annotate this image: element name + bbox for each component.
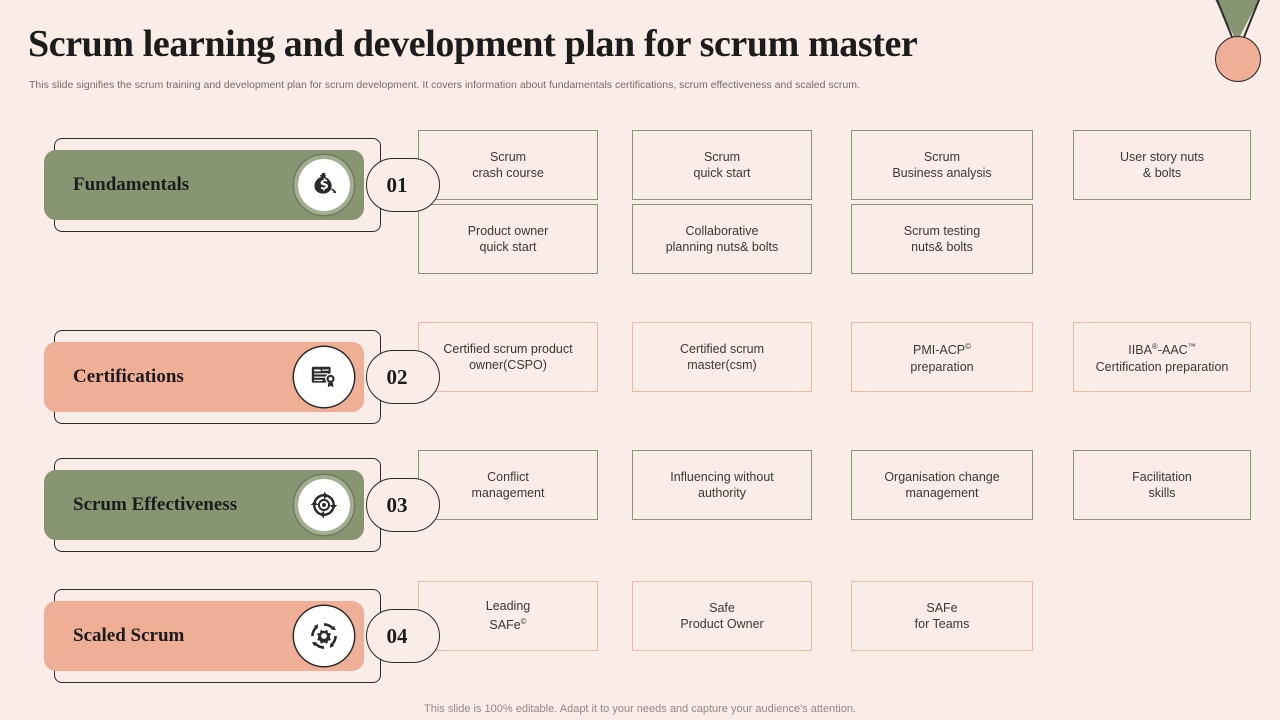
step-number-label: 01 <box>386 172 408 197</box>
content-card-label: PMI-ACP©preparation <box>910 342 974 374</box>
medal-disc <box>1215 36 1261 82</box>
category-label: Scrum Effectiveness <box>73 494 238 515</box>
content-card-label: User story nuts& bolts <box>1119 150 1205 180</box>
step-number-badge: 03 <box>366 478 440 532</box>
slide-header: Scrum learning and development plan for … <box>0 0 1280 100</box>
category-block[interactable]: 04 Scaled Scrum <box>26 581 440 691</box>
medal-icon <box>1184 0 1280 86</box>
money-bag-icon <box>298 159 350 211</box>
category-label: Fundamentals <box>73 174 190 195</box>
category-pill[interactable]: Scrum Effectiveness <box>44 470 364 540</box>
footer-note: This slide is 100% editable. Adapt it to… <box>424 703 856 715</box>
category-pill[interactable]: Fundamentals <box>44 150 364 220</box>
step-number-badge: 01 <box>366 158 440 212</box>
page-subtitle: This slide signifies the scrum training … <box>29 79 860 91</box>
certificate-icon <box>298 351 350 403</box>
step-number-badge: 02 <box>366 350 440 404</box>
category-block[interactable]: 03 Scrum Effectiveness <box>26 450 440 560</box>
category-block[interactable]: 01 Fundamentals <box>26 130 440 240</box>
step-number-label: 02 <box>386 364 408 389</box>
step-number-label: 04 <box>386 623 408 648</box>
target-cycle-icon <box>298 479 350 531</box>
category-pill[interactable]: Scaled Scrum <box>44 601 364 671</box>
category-label: Scaled Scrum <box>73 625 185 646</box>
gear-cycle-icon <box>298 610 350 662</box>
category-block[interactable]: 02 Certifications <box>26 322 440 432</box>
content-card[interactable]: PMI-ACP©preparation <box>851 322 1033 392</box>
step-number-label: 03 <box>386 492 408 517</box>
page-title: Scrum learning and development plan for … <box>28 23 918 65</box>
category-pill[interactable]: Certifications <box>44 342 364 412</box>
content-card[interactable]: User story nuts& bolts <box>1073 130 1251 200</box>
step-number-badge: 04 <box>366 609 440 663</box>
category-label: Certifications <box>73 366 184 387</box>
